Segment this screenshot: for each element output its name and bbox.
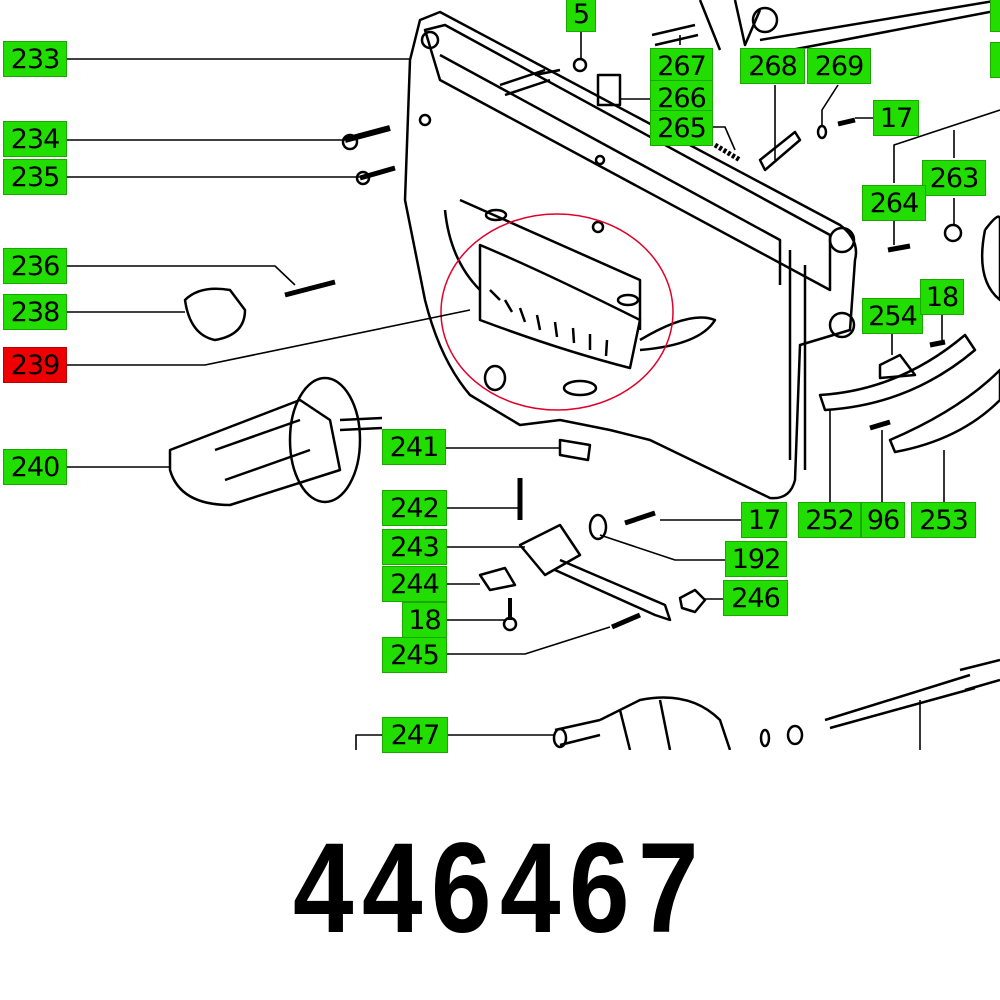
- part-label-239-highlighted[interactable]: 239: [3, 347, 67, 383]
- part-number: 446467: [292, 817, 708, 960]
- exploded-parts-drawing: [67, 0, 1000, 750]
- part-label-241[interactable]: 241: [382, 429, 446, 465]
- part-label-247[interactable]: 247: [382, 717, 448, 753]
- part-label-18-right[interactable]: 18: [920, 279, 964, 315]
- part-label-242[interactable]: 242: [382, 490, 447, 526]
- part-label-partial-right: [990, 42, 1000, 78]
- part-label-252[interactable]: 252: [798, 502, 861, 538]
- part-label-245[interactable]: 245: [382, 637, 447, 673]
- part-label-253[interactable]: 253: [911, 502, 976, 538]
- knob: [183, 287, 247, 342]
- part-label-254[interactable]: 254: [862, 298, 923, 334]
- part-label-17[interactable]: 17: [873, 100, 919, 136]
- part-label-269[interactable]: 269: [807, 48, 871, 84]
- part-label-244[interactable]: 244: [382, 566, 447, 602]
- part-label-243[interactable]: 243: [382, 529, 447, 565]
- leader-lines: [67, 30, 1000, 750]
- part-label-264[interactable]: 264: [862, 185, 926, 221]
- part-label-246[interactable]: 246: [723, 580, 788, 616]
- part-label-partial-top-right: [990, 0, 1000, 32]
- part-label-268[interactable]: 268: [740, 48, 805, 84]
- part-label-236[interactable]: 236: [3, 248, 67, 284]
- handle: [168, 398, 342, 507]
- angle-scale: [478, 243, 642, 370]
- part-label-234[interactable]: 234: [3, 121, 67, 157]
- part-label-96[interactable]: 96: [861, 502, 905, 538]
- part-label-233[interactable]: 233: [3, 41, 67, 77]
- part-label-267[interactable]: 267: [650, 48, 713, 84]
- part-label-238[interactable]: 238: [3, 294, 67, 330]
- part-label-5[interactable]: 5: [566, 0, 596, 32]
- part-label-240[interactable]: 240: [3, 449, 67, 485]
- highlight-circle: [440, 213, 674, 411]
- part-label-192[interactable]: 192: [725, 541, 787, 577]
- part-label-265[interactable]: 265: [650, 110, 713, 146]
- part-label-17-lower[interactable]: 17: [741, 502, 787, 538]
- part-label-235[interactable]: 235: [3, 159, 67, 195]
- part-label-18[interactable]: 18: [402, 602, 447, 638]
- part-label-263[interactable]: 263: [922, 160, 986, 196]
- fence-plate: [403, 10, 858, 500]
